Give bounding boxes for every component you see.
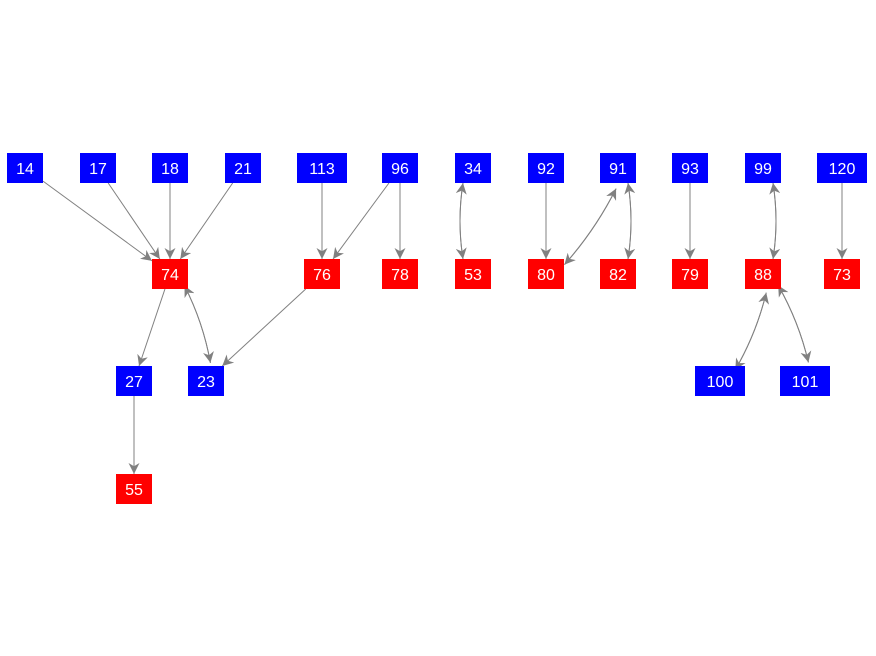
node-73[interactable]: 73 [824, 259, 860, 289]
edge-88-to-101 [777, 285, 812, 363]
node-113[interactable]: 113 [297, 153, 347, 183]
node-93[interactable]: 93 [672, 153, 708, 183]
node-box [152, 259, 188, 289]
node-box [695, 366, 745, 396]
node-label: 27 [125, 374, 143, 391]
node-label: 120 [829, 161, 856, 178]
node-box [672, 259, 708, 289]
node-96[interactable]: 96 [382, 153, 418, 183]
edge-14-to-74 [42, 180, 153, 262]
node-box [745, 153, 781, 183]
node-label: 96 [391, 161, 409, 178]
node-box [297, 153, 347, 183]
node-92[interactable]: 92 [528, 153, 564, 183]
node-label: 78 [391, 267, 409, 284]
node-label: 100 [707, 374, 734, 391]
node-label: 14 [16, 161, 34, 178]
edge-17-to-74 [107, 182, 161, 260]
edge-88-to-100 [734, 292, 767, 370]
node-label: 17 [89, 161, 107, 178]
node-box [455, 153, 491, 183]
node-76[interactable]: 76 [304, 259, 340, 289]
node-label: 113 [309, 161, 335, 178]
node-21[interactable]: 21 [225, 153, 261, 183]
nodes: 14 17 18 21 113 96 34 92 91 93 99 120 74 76 78 53 80 82 79… [7, 153, 867, 504]
node-79[interactable]: 79 [672, 259, 708, 289]
node-box [382, 153, 418, 183]
node-27[interactable]: 27 [116, 366, 152, 396]
edge-21-to-74 [179, 182, 234, 260]
node-74[interactable]: 74 [152, 259, 188, 289]
edge-100-to-88 [734, 292, 769, 370]
node-78[interactable]: 78 [382, 259, 418, 289]
node-label: 88 [754, 267, 772, 284]
edge-88-to-99 [769, 182, 781, 260]
node-box [528, 153, 564, 183]
node-label: 18 [161, 161, 179, 178]
node-box [817, 153, 867, 183]
edge-74-to-27 [137, 288, 166, 367]
node-55[interactable]: 55 [116, 474, 152, 504]
node-120[interactable]: 120 [817, 153, 867, 183]
edge-23-to-74 [184, 285, 211, 363]
node-box [780, 366, 830, 396]
node-label: 53 [464, 267, 482, 284]
node-34[interactable]: 34 [455, 153, 491, 183]
node-18[interactable]: 18 [152, 153, 188, 183]
node-label: 91 [609, 161, 627, 178]
node-box [600, 153, 636, 183]
node-101[interactable]: 101 [780, 366, 830, 396]
node-14[interactable]: 14 [7, 153, 43, 183]
node-label: 80 [537, 267, 555, 284]
node-box [304, 259, 340, 289]
node-box [600, 259, 636, 289]
edges [42, 180, 848, 474]
node-label: 101 [792, 374, 819, 391]
node-box [225, 153, 261, 183]
edge-91-to-80 [564, 188, 617, 265]
node-label: 34 [464, 161, 482, 178]
node-box [672, 153, 708, 183]
node-100[interactable]: 100 [695, 366, 745, 396]
node-label: 92 [537, 161, 555, 178]
node-53[interactable]: 53 [455, 259, 491, 289]
node-82[interactable]: 82 [600, 259, 636, 289]
edge-80-to-91 [564, 188, 617, 265]
node-17[interactable]: 17 [80, 153, 116, 183]
node-box [116, 474, 152, 504]
edge-53-to-34 [455, 182, 467, 260]
node-box [528, 259, 564, 289]
node-label: 21 [234, 161, 252, 178]
node-23[interactable]: 23 [188, 366, 224, 396]
node-label: 79 [681, 267, 699, 284]
node-label: 73 [833, 267, 851, 284]
edge-76-to-23 [221, 288, 307, 367]
node-91[interactable]: 91 [600, 153, 636, 183]
node-label: 23 [197, 374, 215, 391]
node-label: 76 [313, 267, 331, 284]
edge-74-to-23 [184, 285, 214, 363]
node-label: 82 [609, 267, 627, 284]
node-99[interactable]: 99 [745, 153, 781, 183]
node-box [745, 259, 781, 289]
node-box [455, 259, 491, 289]
node-box [824, 259, 860, 289]
node-box [80, 153, 116, 183]
node-box [116, 366, 152, 396]
node-box [188, 366, 224, 396]
node-box [7, 153, 43, 183]
node-box [382, 259, 418, 289]
node-label: 55 [125, 482, 143, 499]
node-label: 99 [754, 161, 772, 178]
edge-96-to-76 [332, 182, 390, 260]
node-88[interactable]: 88 [745, 259, 781, 289]
node-box [152, 153, 188, 183]
edge-101-to-88 [777, 285, 809, 363]
node-80[interactable]: 80 [528, 259, 564, 289]
node-label: 74 [161, 267, 179, 284]
edge-82-to-91 [624, 182, 636, 260]
node-label: 93 [681, 161, 699, 178]
